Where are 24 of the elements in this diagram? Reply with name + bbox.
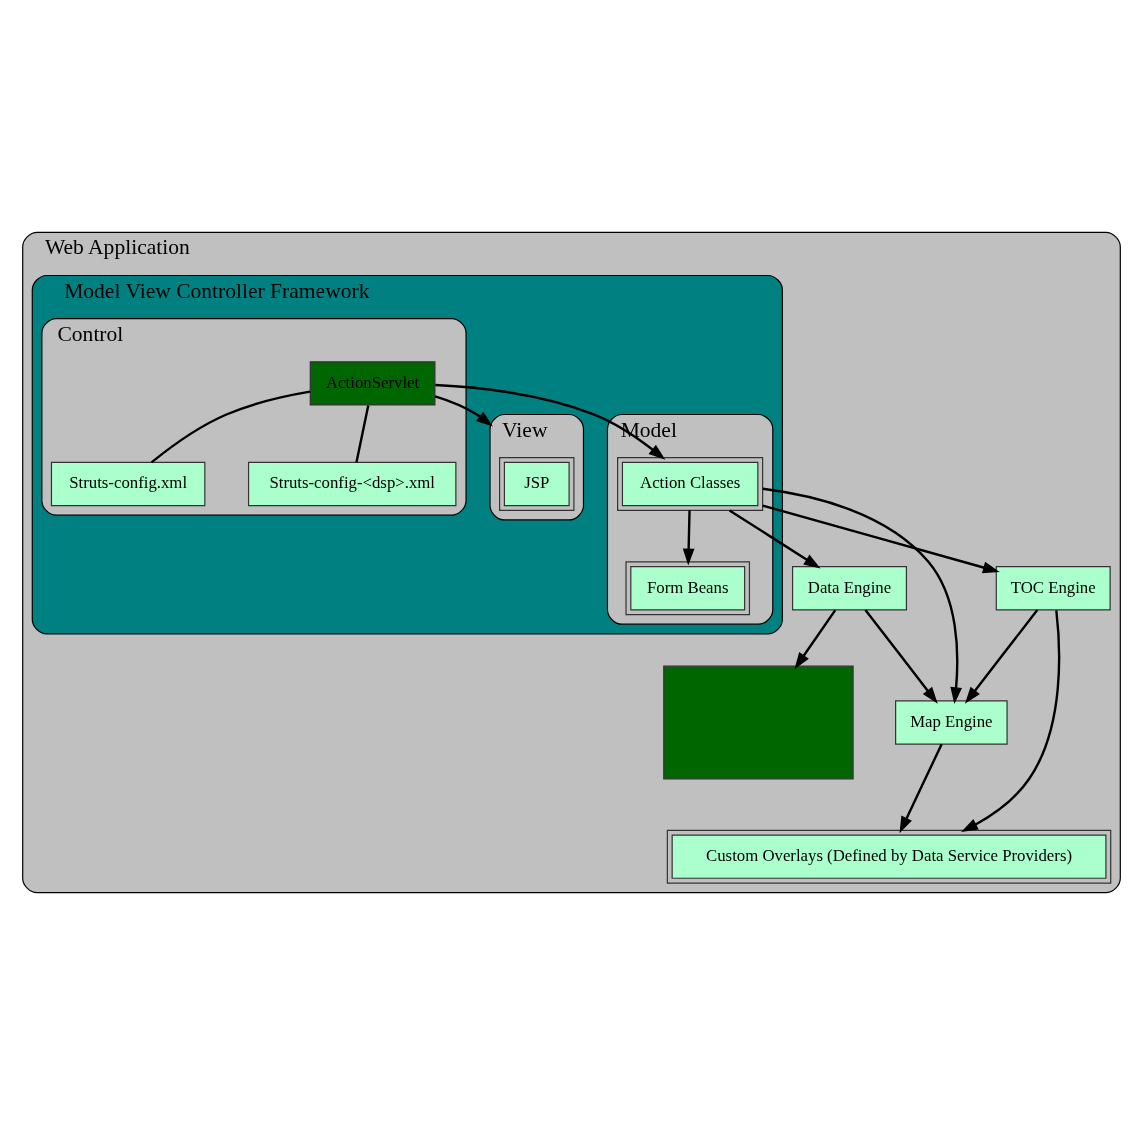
node-box: Struts-config-<dsp>.xml [247, 461, 457, 506]
arrow [682, 509, 695, 565]
arrow [794, 608, 837, 669]
node-box: Data Engine [792, 565, 907, 610]
arrow [864, 608, 938, 704]
node-box: Custom Overlays (Defined by Data Service Providers) [666, 829, 1112, 884]
arrow [728, 508, 821, 569]
node-box [663, 665, 854, 779]
arrow [961, 609, 1061, 832]
arrow [762, 487, 962, 704]
arrow [899, 743, 943, 833]
arrow [435, 383, 666, 460]
node-box: ActionServlet [309, 360, 436, 406]
node-box: Map Engine [895, 699, 1008, 745]
arrow [434, 394, 493, 427]
arrow [762, 503, 1000, 573]
node-box: Action Classes [617, 456, 764, 511]
arrow [964, 608, 1039, 704]
node-box: TOC Engine [995, 565, 1111, 610]
node-box: Struts-config.xml [50, 461, 206, 506]
connector [355, 404, 370, 463]
node-box: Form Beans [625, 560, 751, 615]
node-box: JSP [499, 456, 575, 511]
connector [150, 389, 311, 463]
